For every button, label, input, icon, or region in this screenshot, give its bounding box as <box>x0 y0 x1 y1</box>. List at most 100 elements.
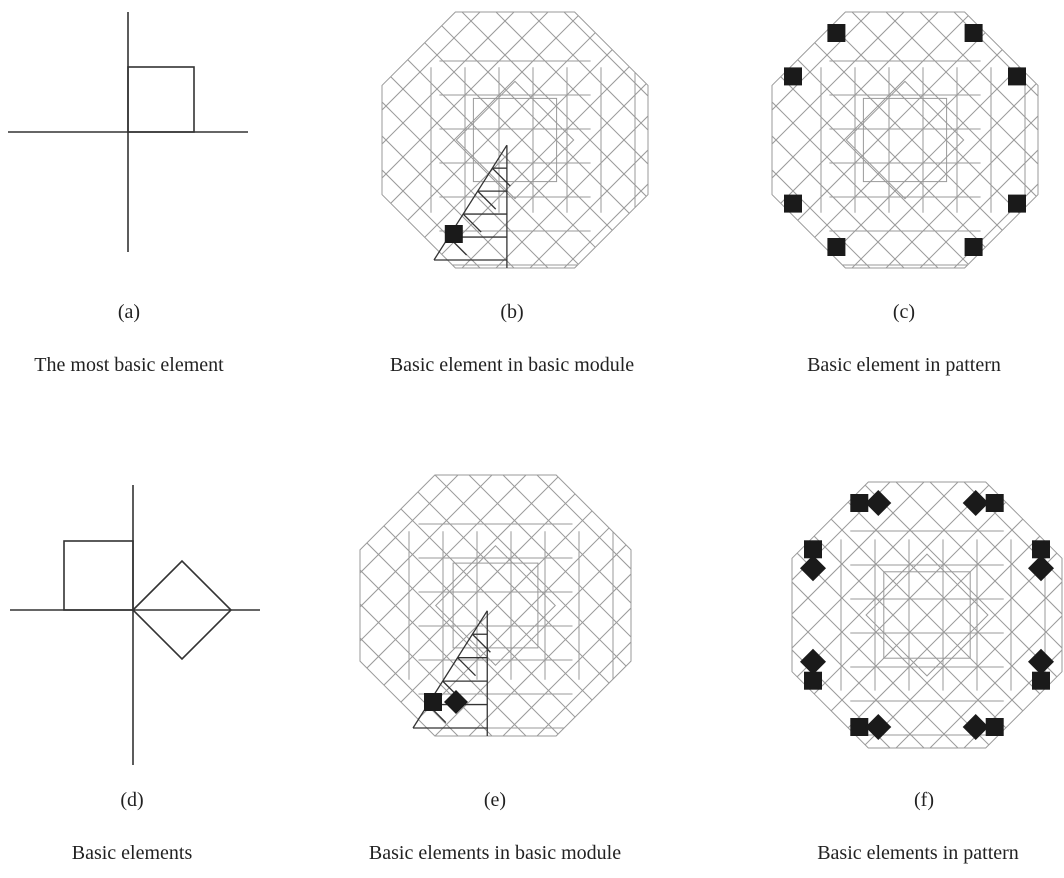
rosette-diamond <box>435 545 556 666</box>
module-diagonal <box>477 190 497 210</box>
lattice-diagonal-line <box>792 482 927 748</box>
lattice-diagonal-line <box>360 475 461 736</box>
lattice-diagonal-line <box>382 12 517 268</box>
lattice-diagonal-line <box>927 482 1062 748</box>
square-element <box>63 540 134 611</box>
black-diamond-element <box>1028 648 1054 675</box>
black-diamond-element <box>865 490 892 516</box>
lattice-diagonal-line <box>917 12 1038 268</box>
lattice-diagonal-line <box>527 12 648 268</box>
lattice-diagonal-line <box>1019 12 1038 268</box>
black-square-element <box>784 194 802 213</box>
lattice-diagonal-line <box>859 482 1062 748</box>
lattice-diagonal-line <box>995 482 1062 748</box>
pattern-octagon <box>771 11 1039 269</box>
panel-c-caption: Basic element in pattern <box>807 354 1001 376</box>
basic-module-highlight <box>433 144 511 268</box>
lattice-diagonal-line <box>772 12 805 268</box>
basic-module-octagon <box>359 474 632 737</box>
lattice-diagonal-line <box>772 12 839 268</box>
lattice-diagonal-line <box>500 475 631 736</box>
black-square-element <box>827 238 846 256</box>
square-element <box>127 66 195 133</box>
lattice-diagonal-line <box>772 12 873 268</box>
black-square-element <box>1032 540 1050 559</box>
lattice-diagonal-line <box>859 482 1062 748</box>
lattice-diagonal-line <box>985 12 1038 268</box>
lattice-diagonal-line <box>927 482 1062 748</box>
lattice-diagonal-line <box>360 475 393 736</box>
panel-b-diagram <box>380 10 650 270</box>
black-diamond-element <box>962 490 989 516</box>
lattice-diagonal-line <box>1019 12 1038 268</box>
octagon-outline <box>771 11 1039 269</box>
lattice-diagonal-line <box>382 12 415 268</box>
panel-f-diagram <box>790 480 1064 750</box>
lattice-diagonal-line <box>382 12 585 268</box>
lattice-diagonal-line <box>360 475 461 736</box>
lattice-diagonal-line <box>772 12 839 268</box>
panel-d-caption: Basic elements <box>71 842 193 864</box>
lattice-diagonal-line <box>961 482 1062 748</box>
panel-f-caption: Basic elements in pattern <box>817 842 1019 864</box>
lattice-diagonal-line <box>951 12 1038 268</box>
rosette-diamond <box>865 553 989 677</box>
lattice-diagonal-line <box>772 12 975 268</box>
rosette-square <box>472 97 558 183</box>
lattice-diagonal-line <box>781 12 1038 268</box>
black-diamond-element <box>800 555 826 582</box>
lattice-group <box>360 475 631 736</box>
basic-element-figure <box>8 12 248 252</box>
lattice-diagonal-line <box>772 12 805 268</box>
lattice-diagonal-line <box>493 12 648 268</box>
lattice-diagonal-line <box>792 482 893 748</box>
black-diamond-element <box>800 648 826 675</box>
lattice-diagonal-line <box>561 12 648 268</box>
black-square-element <box>850 718 869 736</box>
pattern-octagon <box>791 481 1063 749</box>
lattice-diagonal-line <box>360 475 529 736</box>
black-square-element <box>784 67 802 86</box>
lattice-diagonal-line <box>961 482 1062 748</box>
lattice-diagonal-line <box>951 12 1038 268</box>
lattice-diagonal-line <box>382 12 483 268</box>
lattice-diagonal-line <box>360 475 495 736</box>
black-square-element <box>850 494 869 512</box>
lattice-diagonal-line <box>629 12 648 268</box>
black-square-element <box>827 24 846 42</box>
lattice-diagonal-line <box>527 12 648 268</box>
lattice-diagonal-line <box>1029 482 1062 748</box>
panel-d-diagram <box>0 475 270 775</box>
lattice-diagonal-line <box>382 12 551 268</box>
lattice-diagonal-line <box>792 482 995 748</box>
lattice-diagonal-line <box>360 475 427 736</box>
lattice-diagonal-line <box>792 482 927 748</box>
lattice-diagonal-line <box>1029 482 1062 748</box>
module-diagonal <box>457 657 477 677</box>
rosette-diamond <box>455 80 575 200</box>
lattice-diagonal-line <box>602 475 631 736</box>
lattice-diagonal-line <box>792 482 961 748</box>
lattice-diagonal-line <box>883 12 1038 268</box>
lattice-diagonal-line <box>629 12 648 268</box>
lattice-diagonal-line <box>534 475 631 736</box>
black-square-element <box>985 494 1004 512</box>
lattice-diagonal-line <box>382 12 449 268</box>
octagon-outline <box>381 11 649 269</box>
panel-f-letter: (f) <box>914 789 934 811</box>
lattice-diagonal-line <box>534 475 631 736</box>
black-square-element <box>964 238 983 256</box>
lattice-diagonal-line <box>917 12 1038 268</box>
lattice-diagonal-line <box>995 482 1062 748</box>
lattice-diagonal-line <box>772 12 907 268</box>
lattice-diagonal-line <box>595 12 648 268</box>
basic-elements-figure <box>10 485 260 765</box>
black-diamond-element <box>1028 555 1054 582</box>
lattice-diagonal-line <box>382 12 483 268</box>
rosette-square <box>862 97 948 183</box>
black-diamond-element <box>865 714 892 740</box>
panel-a-caption: The most basic element <box>34 354 224 376</box>
lattice-group <box>382 12 648 268</box>
lattice-diagonal-line <box>391 12 648 268</box>
basic-module-highlight <box>412 610 491 736</box>
